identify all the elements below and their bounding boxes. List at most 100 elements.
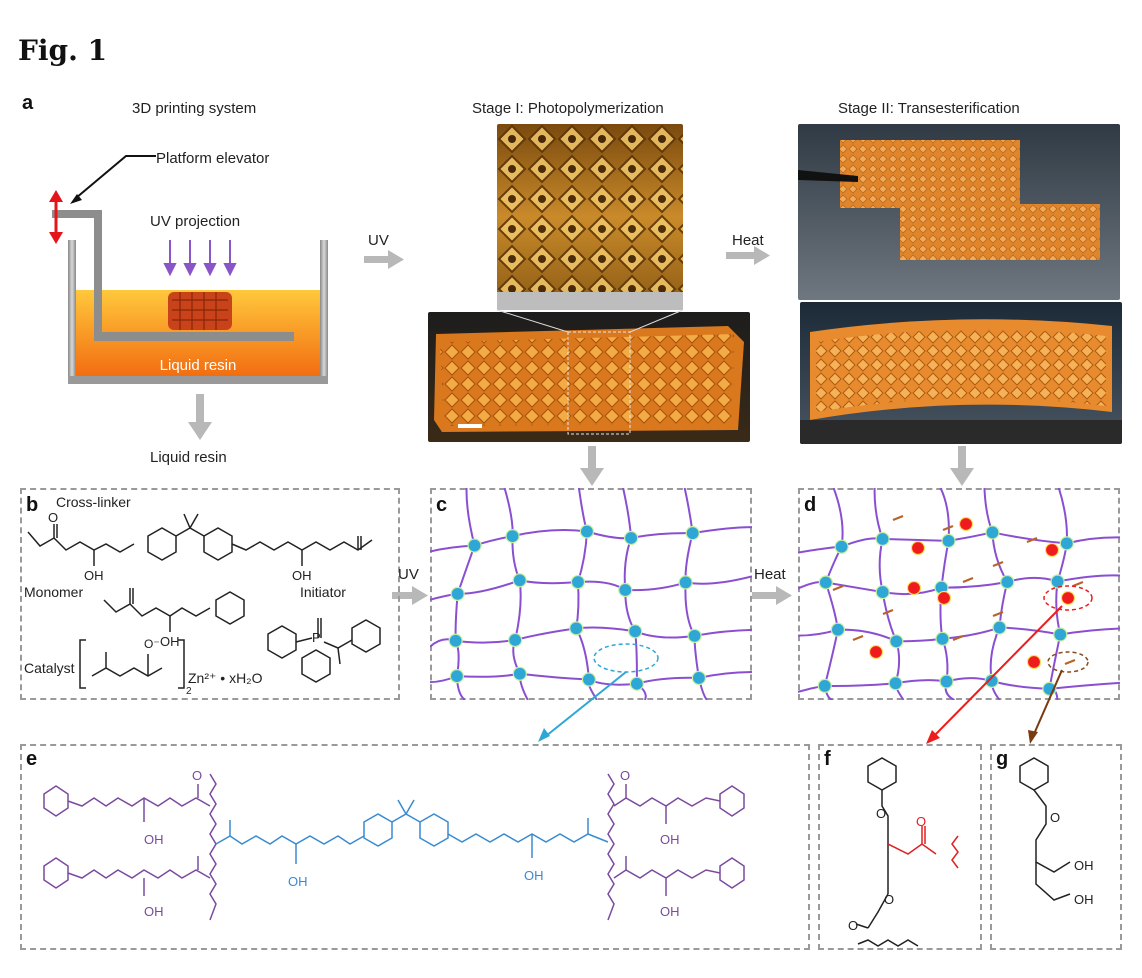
panel-e-frame	[20, 744, 810, 950]
initiator-label: Initiator	[300, 584, 346, 600]
hydroxyl-dash	[892, 514, 904, 522]
crosslink-node	[984, 673, 999, 688]
crosslink-node	[512, 573, 527, 588]
panel-a-letter: a	[22, 92, 34, 114]
panel-b-letter: b	[26, 494, 39, 516]
svg-text:O: O	[192, 768, 202, 783]
svg-text:O: O	[1050, 810, 1060, 825]
svg-text:OH: OH	[660, 832, 680, 847]
svg-text:OH: OH	[160, 634, 180, 649]
svg-text:OH: OH	[1074, 892, 1094, 907]
network-c	[430, 488, 752, 700]
platform-pointer	[75, 155, 156, 199]
d-red-highlight	[1043, 585, 1093, 611]
crosslink-node	[687, 628, 702, 643]
hydroxyl-dash	[992, 610, 1004, 618]
crosslink-node	[685, 526, 700, 541]
panel-c-letter: c	[436, 494, 448, 516]
svg-text:OH: OH	[524, 868, 544, 883]
hydroxyl-dash	[992, 560, 1004, 568]
svg-text:O: O	[48, 510, 58, 525]
panel-g-frame	[990, 744, 1122, 950]
build-platform	[94, 332, 294, 341]
exchanged-node	[868, 644, 884, 660]
crosslink-node	[579, 524, 595, 539]
figure-title: Fig. 1	[18, 34, 108, 67]
svg-text:OH: OH	[144, 904, 164, 919]
stage2-curved-part-photo	[800, 302, 1122, 444]
crosslink-node	[624, 530, 639, 546]
crosslink-node	[1053, 627, 1068, 642]
crosslink-node	[508, 632, 523, 648]
crosslink-node	[570, 574, 586, 590]
exchanged-node	[906, 580, 922, 596]
crosslink-node	[817, 678, 832, 694]
crosslink-node	[1050, 574, 1065, 589]
exchanged-node	[1044, 542, 1060, 558]
arrow-uv-label: UV	[368, 232, 389, 249]
panel-g-letter: g	[996, 748, 1009, 770]
hydroxyl-dash	[882, 608, 894, 616]
crosslink-node	[569, 621, 584, 636]
panel-f-frame	[818, 744, 982, 950]
crosslink-node	[875, 531, 890, 547]
crosslink-node	[830, 622, 846, 637]
stage1-magnified-photo	[497, 124, 683, 310]
crosslink-node	[1059, 536, 1074, 551]
crosslink-node	[875, 584, 890, 600]
hydroxyl-dash	[1072, 580, 1084, 588]
crosslink-node	[691, 670, 707, 686]
crosslink-node	[629, 676, 644, 691]
hydroxyl-dash	[942, 524, 954, 532]
uv-projection-label: UV projection	[150, 213, 241, 230]
arrow-heat-label: Heat	[732, 232, 764, 249]
scale-bar	[458, 424, 482, 428]
panel-f-letter: f	[824, 748, 831, 770]
crosslink-node	[985, 525, 1000, 540]
c-uv-label: UV	[398, 566, 419, 583]
resin-label: Liquid resin	[160, 357, 237, 374]
printer-schematic: Liquid resin	[49, 155, 328, 384]
monomer-label: Monomer	[24, 584, 84, 600]
crosslink-node	[941, 533, 956, 548]
panel-d-frame	[798, 488, 1120, 700]
crosslink-node	[618, 582, 633, 598]
exchanged-node	[958, 516, 974, 532]
svg-text:OH: OH	[84, 568, 104, 583]
panel-b-structures: O OH OH OH P O⁻ 2	[27, 510, 381, 697]
svg-text:O: O	[876, 806, 886, 821]
d-brown-highlight	[1047, 651, 1089, 673]
stage1-title: Stage I: Photopolymerization	[472, 100, 664, 117]
svg-text:OH: OH	[144, 832, 164, 847]
crosslink-node	[889, 634, 904, 649]
hydroxyl-dash	[962, 576, 974, 584]
stage2-title: Stage II: Transesterification	[838, 100, 1020, 117]
liquid-resin-caption: Liquid resin	[150, 449, 227, 466]
crosslink-node	[505, 528, 520, 544]
crosslink-node	[992, 620, 1007, 635]
panel-g-structure: O OH OH	[1019, 757, 1094, 907]
hydroxyl-dash	[832, 584, 844, 592]
exchanged-node	[1060, 590, 1076, 606]
crosslink-node	[467, 538, 482, 553]
hydroxyl-dash	[1026, 536, 1038, 544]
crosslink-node	[1000, 574, 1015, 590]
hydroxyl-dash	[852, 634, 864, 642]
crosslink-node	[939, 674, 954, 689]
network-d	[798, 488, 1120, 700]
stage2-assembled-photo	[798, 124, 1120, 300]
crosslink-node	[450, 586, 465, 601]
svg-text:O: O	[848, 918, 858, 933]
hydroxyl-dash	[1064, 658, 1076, 666]
panel-e-structure: OH OH OH OH OH OH O O	[43, 768, 745, 921]
svg-text:O⁻: O⁻	[144, 637, 160, 651]
crosslink-node	[581, 672, 597, 687]
crosslink-node	[628, 624, 643, 639]
crosslink-node	[512, 666, 527, 681]
exchanged-node	[936, 590, 952, 606]
svg-text:O: O	[884, 892, 894, 907]
exchanged-node	[910, 540, 926, 556]
svg-text:OH: OH	[292, 568, 312, 583]
